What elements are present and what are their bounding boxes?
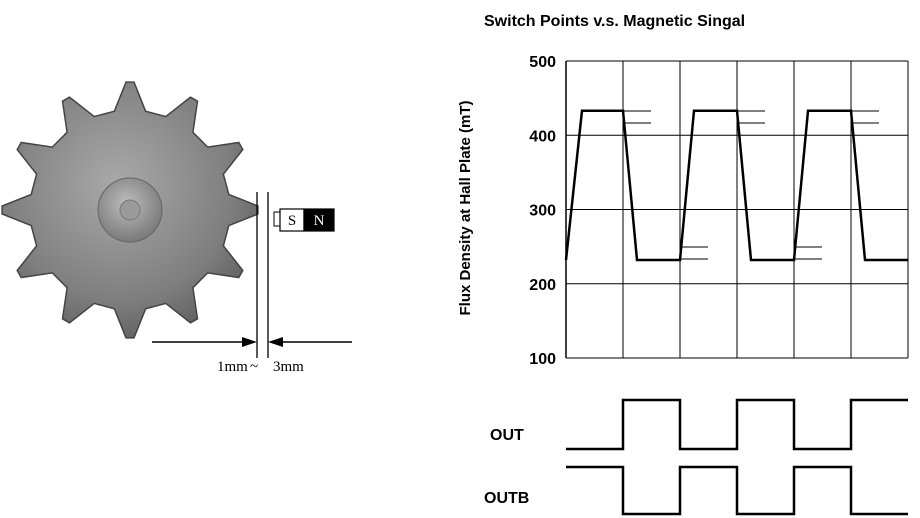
magnet: S N <box>273 208 335 232</box>
magnet-south-label: S <box>288 213 296 229</box>
y-tick-label-300: 300 <box>529 203 556 220</box>
distance-max-label: 3mm <box>273 359 304 375</box>
distance-tilde: ~ <box>250 359 258 375</box>
distance-min-label: 1mm <box>217 359 248 375</box>
out-waveform <box>566 398 908 451</box>
chart-grid <box>565 60 909 359</box>
magnet-north-pole <box>303 208 335 232</box>
magnet-pin <box>273 211 281 227</box>
flux-density-line <box>564 109 908 262</box>
distance-indicator: 1mm ~ 3mm <box>152 337 352 375</box>
signal-label-out: OUT <box>490 427 524 444</box>
left-arrow-head <box>242 337 257 347</box>
outb-waveform <box>566 465 908 516</box>
y-axis-label: Flux Density at Hall Plate (mT) <box>457 100 474 315</box>
y-tick-label-100: 100 <box>529 351 556 368</box>
y-tick-label-400: 400 <box>529 128 556 145</box>
right-arrow-head <box>268 337 283 347</box>
gear-center <box>119 199 141 221</box>
gear-wheel <box>1 81 259 339</box>
magnet-north-label: N <box>314 213 325 229</box>
signal-label-outb: OUTB <box>484 490 529 507</box>
chart-title: Switch Points v.s. Magnetic Singal <box>484 13 745 30</box>
y-tick-label-200: 200 <box>529 277 556 294</box>
y-tick-labels: 100 200 300 400 500 <box>529 54 556 368</box>
y-tick-label-500: 500 <box>529 54 556 71</box>
switch-point-marks <box>623 110 879 260</box>
